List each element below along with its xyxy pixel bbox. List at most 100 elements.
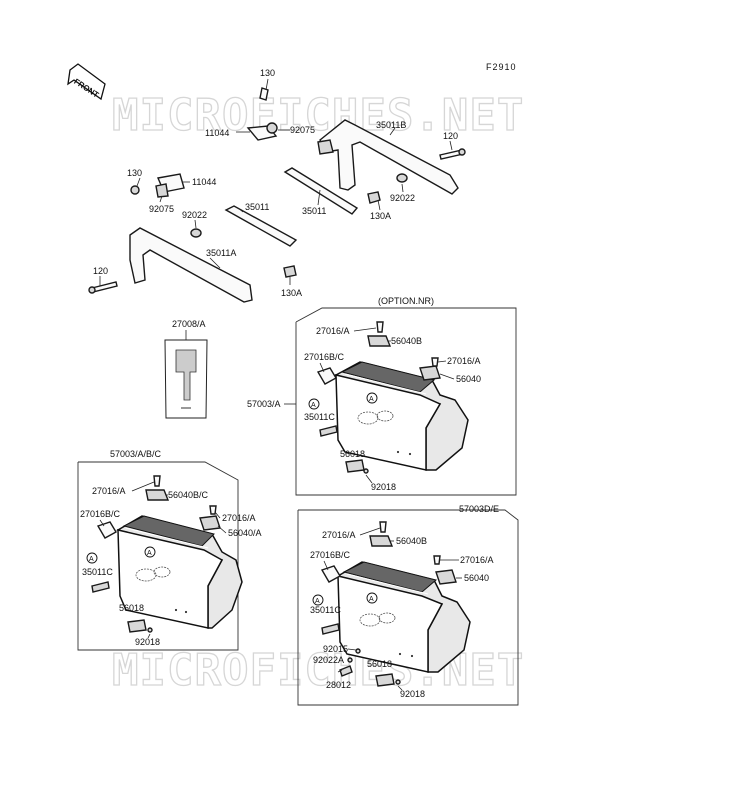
bar-35011-left bbox=[224, 205, 298, 247]
latch-56040bc bbox=[145, 489, 170, 501]
label-92075-top: 92075 bbox=[290, 125, 315, 135]
label-27016a-1: 27016/A bbox=[316, 326, 350, 336]
ref-a-marker-2 bbox=[86, 552, 98, 564]
label-11044-left: 11044 bbox=[192, 177, 216, 187]
label-35011c-2: 35011C bbox=[82, 567, 113, 577]
washer-92015 bbox=[355, 648, 361, 654]
label-92022a: 92022A bbox=[313, 655, 344, 665]
label-27016a-2: 27016/A bbox=[92, 486, 126, 496]
latch-56040-3 bbox=[435, 569, 457, 585]
nut-130a-right bbox=[367, 191, 381, 204]
label-92018-1: 92018 bbox=[371, 482, 396, 492]
label-35011c-3: 35011C bbox=[310, 605, 341, 615]
label-27016bc-2: 27016B/C bbox=[80, 509, 121, 519]
label-27008: 27008/A bbox=[172, 319, 206, 329]
clip-27016a-1b bbox=[431, 357, 439, 367]
label-option-nr: (OPTION.NR) bbox=[378, 296, 434, 306]
label-56018-1: 56018 bbox=[340, 449, 365, 459]
latch-56040b-1 bbox=[367, 335, 392, 347]
bolt-28012 bbox=[339, 665, 353, 677]
bar-35011-right bbox=[283, 167, 359, 215]
latch-56040-1 bbox=[419, 365, 441, 381]
label-92018-2: 92018 bbox=[135, 637, 160, 647]
label-56040-3: 56040 bbox=[464, 573, 489, 583]
figure-code: F2910 bbox=[486, 62, 517, 72]
label-27016a-1b: 27016/A bbox=[447, 356, 481, 366]
ref-a-marker-1 bbox=[308, 398, 320, 410]
label-35011b: 35011B bbox=[376, 120, 406, 130]
hinge-27016bc-3 bbox=[320, 565, 341, 583]
bracket-left bbox=[130, 173, 185, 198]
saddlebag-case-abc bbox=[116, 515, 243, 629]
latch-56040a bbox=[199, 515, 221, 531]
label-56040-1: 56040 bbox=[456, 374, 481, 384]
hinge-27016bc-1 bbox=[316, 367, 337, 385]
saddlebag-case-option-nr bbox=[334, 361, 469, 471]
bolt-120-right bbox=[439, 148, 466, 160]
pin-35011c-2 bbox=[91, 581, 110, 593]
ref-a-text-3b: A bbox=[369, 596, 374, 603]
ref-a-text-1b: A bbox=[369, 396, 374, 403]
rail-35011a bbox=[129, 227, 253, 303]
label-92022-left: 92022 bbox=[182, 210, 207, 220]
label-11044-top: 11044 bbox=[205, 128, 229, 138]
label-plate-27008 bbox=[164, 339, 208, 419]
latch-56040b-3 bbox=[369, 535, 394, 547]
label-57003de: 57003D/E bbox=[459, 504, 499, 514]
label-92018-3: 92018 bbox=[400, 689, 425, 699]
washer-92022-left bbox=[190, 228, 202, 238]
label-56040b-3: 56040B bbox=[396, 536, 427, 546]
ref-a-text-2b: A bbox=[147, 550, 152, 557]
screw-92018-2 bbox=[147, 627, 153, 633]
ref-a-text-3: A bbox=[315, 598, 320, 605]
washer-92022-right bbox=[396, 173, 408, 183]
label-92075-left: 92075 bbox=[149, 204, 174, 214]
lock-56018-1 bbox=[345, 459, 365, 473]
ref-a-marker-3 bbox=[312, 594, 324, 606]
ref-a-text-2: A bbox=[89, 556, 94, 563]
label-27016a-3: 27016/A bbox=[322, 530, 356, 540]
clip-27016a-3b bbox=[433, 555, 441, 565]
rail-35011b bbox=[317, 119, 459, 195]
saddlebag-case-de bbox=[336, 561, 471, 673]
front-arrow-icon: FRONT bbox=[67, 63, 106, 101]
label-130a-left: 130A bbox=[281, 288, 302, 298]
screw-92018-1 bbox=[363, 468, 369, 474]
pin-35011c-1 bbox=[319, 425, 338, 437]
label-56040b-1: 56040B bbox=[391, 336, 422, 346]
clip-27016a-1 bbox=[376, 321, 384, 333]
frame-option-nr bbox=[295, 307, 517, 496]
label-57003a: 57003/A bbox=[247, 399, 281, 409]
label-120-right: 120 bbox=[443, 131, 458, 141]
label-35011-left: 35011 bbox=[245, 202, 269, 212]
label-92015: 92015 bbox=[323, 644, 348, 654]
watermark-bottom: MICROFICHES.NET bbox=[112, 645, 524, 696]
label-56040bc: 56040B/C bbox=[168, 490, 209, 500]
clip-27016a-2 bbox=[153, 475, 161, 487]
ref-a-marker-3b bbox=[366, 592, 378, 604]
label-35011a: 35011A bbox=[206, 248, 236, 258]
label-27016bc-1: 27016B/C bbox=[304, 352, 345, 362]
pin-35011c-3 bbox=[321, 623, 340, 635]
ref-a-text-1: A bbox=[311, 402, 316, 409]
hinge-27016bc-2 bbox=[96, 521, 117, 539]
washer-92022a bbox=[347, 657, 353, 663]
label-27016bc-3: 27016B/C bbox=[310, 550, 351, 560]
screw-92018-3 bbox=[395, 679, 401, 685]
lock-56018-2 bbox=[127, 619, 147, 633]
nut-130a-left bbox=[283, 265, 297, 278]
label-57003abc: 57003/A/B/C bbox=[110, 449, 162, 459]
clip-27016a-3 bbox=[379, 521, 387, 533]
lock-56018-3 bbox=[375, 673, 395, 687]
watermark-top: MICROFICHES.NET bbox=[112, 90, 524, 141]
label-56040a: 56040/A bbox=[228, 528, 262, 538]
label-130-left: 130 bbox=[127, 168, 142, 178]
label-56018-3: 56018 bbox=[367, 659, 392, 669]
label-28012: 28012 bbox=[326, 680, 351, 690]
label-92022-right: 92022 bbox=[390, 193, 415, 203]
label-27016a-3b: 27016/A bbox=[460, 555, 494, 565]
ref-a-marker-2b bbox=[144, 546, 156, 558]
ref-a-marker-1b bbox=[366, 392, 378, 404]
